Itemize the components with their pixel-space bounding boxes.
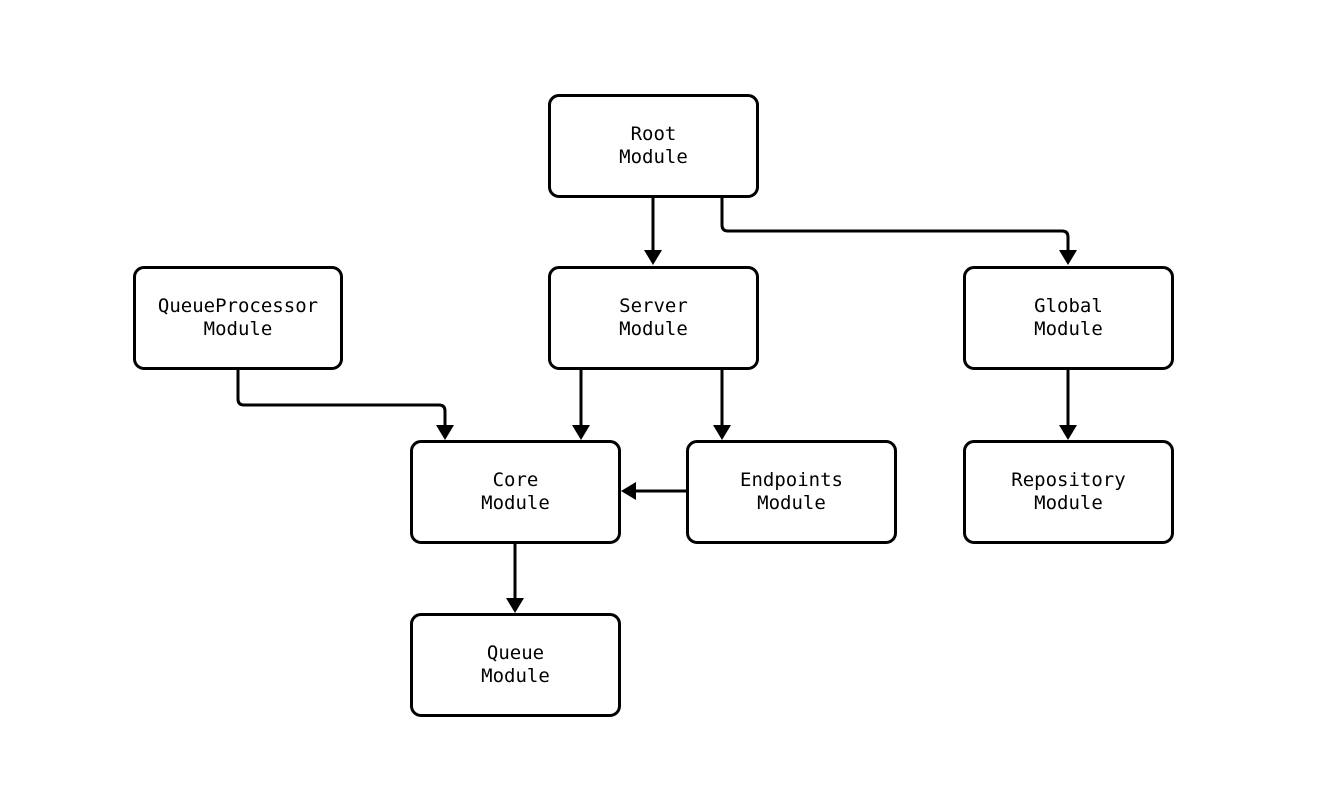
node-label-queue: Queue Module — [481, 642, 550, 687]
node-label-server: Server Module — [619, 295, 688, 340]
edge-core-queue — [506, 544, 524, 613]
node-label-global: Global Module — [1034, 295, 1103, 340]
edge-line-root-global — [720, 198, 1070, 251]
arrowhead-server-core — [572, 425, 590, 440]
edge-line-queueprocessor-core — [236, 370, 447, 426]
arrowhead-global-repository — [1059, 425, 1077, 440]
edge-root-server — [644, 198, 662, 265]
node-label-endpoints: Endpoints Module — [740, 469, 843, 514]
arrowhead-server-endpoints — [713, 425, 731, 440]
node-endpoints[interactable]: Endpoints Module — [686, 440, 897, 544]
node-queueprocessor[interactable]: QueueProcessor Module — [133, 266, 343, 370]
node-label-root: Root Module — [619, 123, 688, 168]
edge-global-repository — [1059, 370, 1077, 440]
node-server[interactable]: Server Module — [548, 266, 759, 370]
node-global[interactable]: Global Module — [963, 266, 1174, 370]
node-label-repository: Repository Module — [1011, 469, 1126, 514]
arrowhead-root-global — [1059, 250, 1077, 265]
arrowhead-root-server — [644, 250, 662, 265]
edge-endpoints-core — [621, 482, 686, 500]
edge-queueprocessor-core — [236, 370, 454, 440]
edge-root-global — [720, 198, 1077, 265]
edge-server-endpoints — [713, 370, 731, 440]
edge-server-core — [572, 370, 590, 440]
node-label-core: Core Module — [481, 469, 550, 514]
arrowhead-endpoints-core — [621, 482, 636, 500]
node-queue[interactable]: Queue Module — [410, 613, 621, 717]
node-repository[interactable]: Repository Module — [963, 440, 1174, 544]
arrowhead-queueprocessor-core — [436, 425, 454, 440]
node-core[interactable]: Core Module — [410, 440, 621, 544]
node-label-queueprocessor: QueueProcessor Module — [157, 295, 319, 340]
node-root[interactable]: Root Module — [548, 94, 759, 198]
arrowhead-core-queue — [506, 598, 524, 613]
